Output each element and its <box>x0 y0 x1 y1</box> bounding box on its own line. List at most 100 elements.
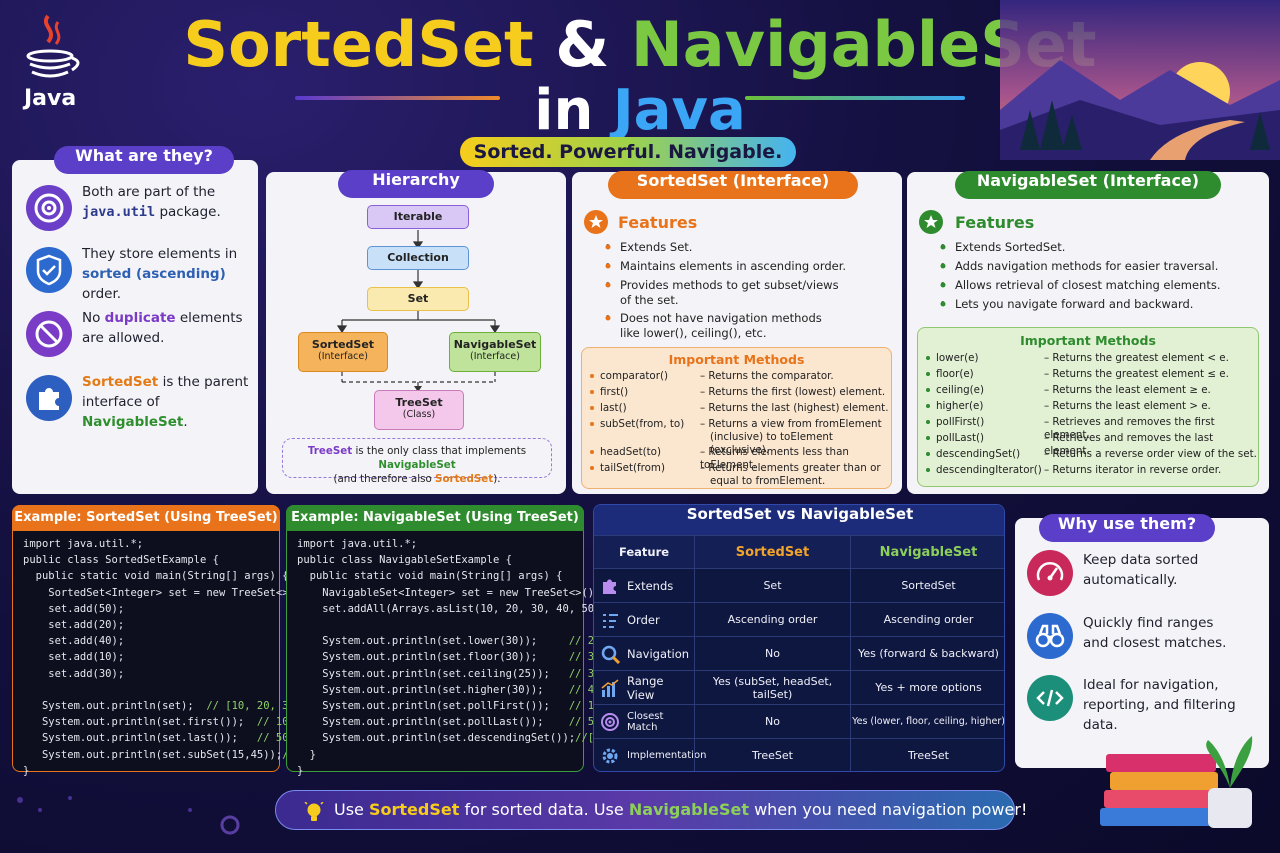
navigableset-method-bullets <box>926 356 930 472</box>
hierarchy-connectors <box>336 230 501 392</box>
sortedset-method-bullets <box>590 374 594 470</box>
code-line: set.add(10); <box>23 651 124 663</box>
code-text: } <box>297 748 316 761</box>
what-item-2-text: They store elements in sorted (ascending… <box>82 246 238 302</box>
sortedset-feature-bullets <box>605 244 611 321</box>
code-text: System.out.println(set.floor(30)); <box>297 651 569 664</box>
sortedset-feature-4b: like lower(), ceiling(), etc. <box>620 326 767 340</box>
books-plant-illustration <box>1100 736 1253 828</box>
navigableset-feature-4: Lets you navigate forward and backward. <box>939 297 1193 312</box>
compare-header-row: Feature SortedSet NavigableSet <box>594 535 1004 568</box>
compare-heading: SortedSet vs NavigableSet <box>594 505 1004 535</box>
feature-cell: Closest Match <box>600 705 694 738</box>
sortedset-method-row: tailSet(from)– Returns elements greater … <box>600 462 881 487</box>
title-sortedset: SortedSet <box>183 8 534 81</box>
code-text: set.add(50); <box>23 602 125 615</box>
node-sortedset: SortedSet(Interface) <box>298 332 388 372</box>
code-text: System.out.println(set.first()); <box>23 716 257 729</box>
code-icon <box>1027 675 1073 721</box>
what-item-4-text: SortedSet is the parent interface of Nav… <box>82 374 249 430</box>
code-text: set.addAll(Arrays.asList(10, 20, 30, 40,… <box>297 602 614 615</box>
why-heading: Why use them? <box>1039 514 1215 542</box>
why-item-3: Ideal for navigation,reporting, and filt… <box>1027 675 1267 745</box>
code-text: SortedSet<Integer> set = new TreeSet<>()… <box>23 586 308 599</box>
sortedset-methods-title: Important Methods <box>668 352 805 367</box>
code-text: NavigableSet<Integer> set = new TreeSet<… <box>297 586 601 599</box>
code-line: System.out.println(set.lower(30)); // 20 <box>297 635 600 647</box>
code-text: System.out.println(set.descendingSet()); <box>297 732 576 745</box>
navigableset-feature-bullets <box>940 244 946 307</box>
navigableset-feature-1: Extends SortedSet. <box>939 240 1065 255</box>
sortedset-feature-2: Maintains elements in ascending order. <box>604 259 846 274</box>
bar-chart-icon <box>600 678 620 698</box>
navigableset-cell: TreeSet <box>850 739 1004 771</box>
what-panel: What are they? Both are part of the java… <box>12 146 258 494</box>
code-line: } <box>23 765 29 777</box>
navigableset-panel: NavigableSet (Interface) Features Extend… <box>907 171 1269 494</box>
code-line: public static void main(String[] args) { <box>297 570 563 582</box>
col-feature: Feature <box>618 545 670 559</box>
code-text: System.out.println(set.higher(30)); <box>297 683 569 696</box>
navigableset-cell: Yes (forward & backward) <box>850 637 1004 670</box>
code-text: System.out.println(set.subSet(15,45)); <box>23 748 283 761</box>
target-icon <box>26 185 72 231</box>
feature-label: Order <box>627 612 660 627</box>
code-text: System.out.println(set.lower(30)); <box>297 635 569 648</box>
navigableset-methods-title: Important Methods <box>1020 333 1156 348</box>
title-rule-right <box>745 96 965 100</box>
code-line: set.addAll(Arrays.asList(10, 20, 30, 40,… <box>297 603 613 615</box>
feature-cell: Navigation <box>600 637 694 670</box>
col-navigableset: NavigableSet <box>850 536 1004 568</box>
navigableset-methods-box: Important Methods lower(e)– Returns the … <box>917 327 1259 487</box>
code-text: System.out.println(set); <box>23 700 207 712</box>
node-iterable: Iterable <box>367 205 469 229</box>
feature-cell: Order <box>600 603 694 636</box>
example-navigableset-code: import java.util.*;public class Navigabl… <box>297 538 651 777</box>
code-text: set.add(30); <box>23 667 125 680</box>
example-sortedset-heading: Example: SortedSet (Using TreeSet) <box>12 505 280 531</box>
title-java: Java <box>612 78 746 143</box>
code-line: set.add(20); <box>23 619 124 631</box>
code-line: set.add(50); <box>23 603 124 615</box>
code-text: public static void main(String[] args) { <box>297 570 563 583</box>
code-line: System.out.println(set.pollLast()); // 5… <box>297 716 600 728</box>
feature-label: Implementation <box>627 750 707 761</box>
sortedset-feature-3: Provides methods to get subset/views <box>604 278 839 293</box>
target-icon <box>600 712 620 732</box>
what-item-3: No duplicate elements are allowed. <box>26 308 256 358</box>
code-line: import java.util.*; <box>23 538 143 550</box>
hierarchy-note: TreeSet is the only class that implement… <box>282 438 552 485</box>
code-text: public static void main(String[] args) { <box>23 570 289 583</box>
code-line: public static void main(String[] args) { <box>23 570 289 582</box>
sortedset-cell: TreeSet <box>694 739 850 771</box>
shield-check-icon <box>26 247 72 293</box>
navigableset-feature-3: Allows retrieval of closest matching ele… <box>939 278 1220 293</box>
star-icon <box>584 210 608 234</box>
sortedset-feature-3b: of the set. <box>620 293 679 307</box>
code-line: SortedSet<Integer> set = new TreeSet<>()… <box>23 587 307 599</box>
navigableset-heading: NavigableSet (Interface) <box>955 171 1221 199</box>
code-text: import java.util.*; <box>297 538 418 550</box>
coffee-cup-icon <box>26 14 80 78</box>
code-text: } <box>23 764 30 777</box>
decorative-dots <box>17 796 240 835</box>
magnifier-icon <box>600 644 620 664</box>
sortedset-cell: Ascending order <box>694 603 850 636</box>
speedometer-icon <box>1027 550 1073 596</box>
code-text: System.out.println(set.ceiling(25)); <box>297 667 569 680</box>
no-entry-icon <box>26 311 72 357</box>
node-collection: Collection <box>367 246 469 270</box>
sortedset-methods-box: Important Methods comparator()– Returns … <box>581 347 892 489</box>
sortedset-cell: No <box>694 637 850 670</box>
node-treeset: TreeSet(Class) <box>374 390 464 430</box>
code-text: public class SortedSetExample { <box>23 554 219 567</box>
code-line: set.add(30); <box>23 668 124 680</box>
what-item-1: Both are part of the java.util package. <box>26 182 256 232</box>
lightbulb-icon <box>304 800 324 821</box>
